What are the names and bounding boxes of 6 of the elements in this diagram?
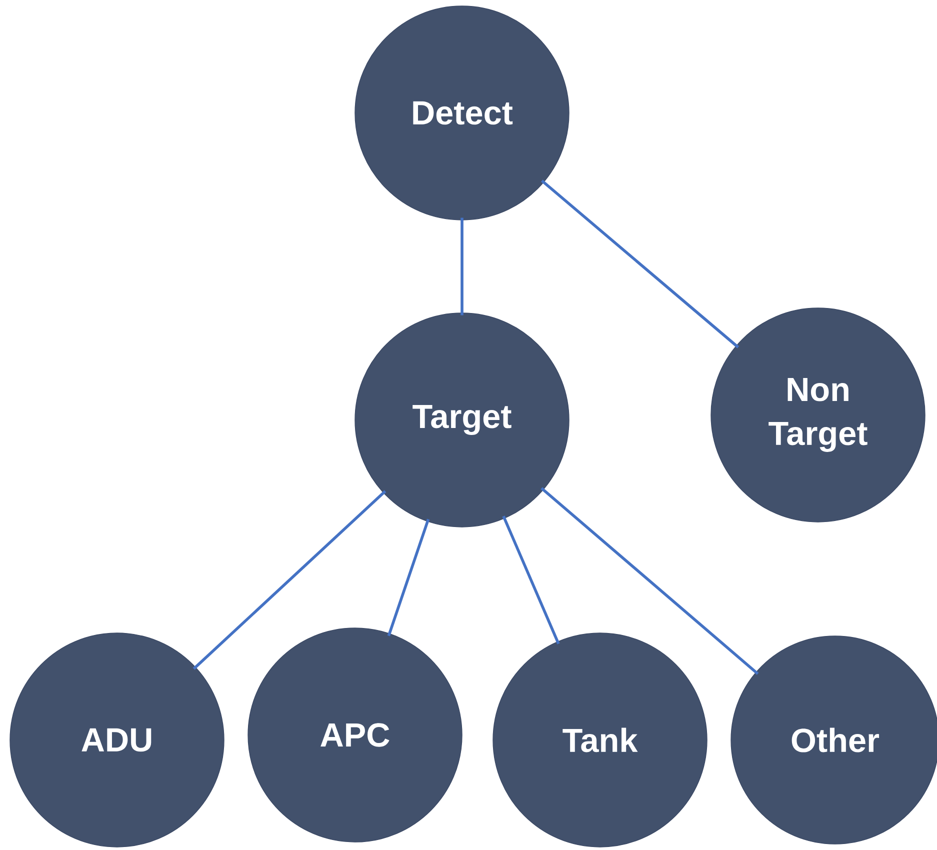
connector-line [502, 516, 560, 644]
connector-line [192, 490, 386, 670]
connector-line [540, 180, 740, 348]
connector-line [540, 487, 759, 675]
connector-line [387, 518, 430, 636]
connector-line [460, 218, 464, 316]
